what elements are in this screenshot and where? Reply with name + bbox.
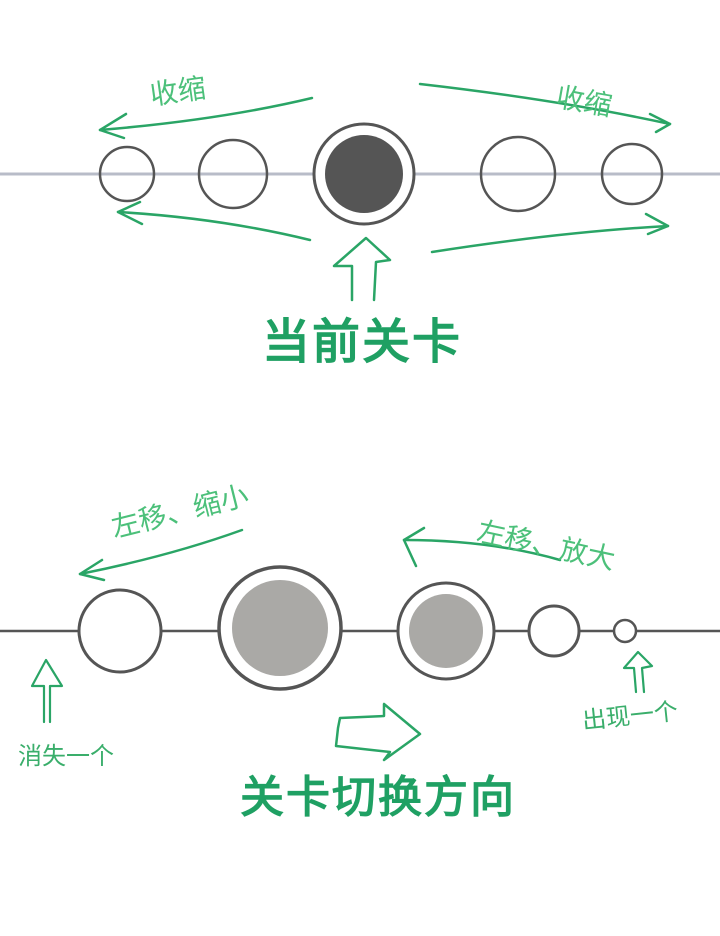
- bottom-node-3-fill: [409, 594, 483, 668]
- label-shrink-left: 收缩: [147, 71, 208, 112]
- top-node-current-fill: [325, 135, 403, 213]
- appear-up-arrow: [622, 650, 654, 694]
- shrink-arrowhead-upper-left: [98, 112, 128, 140]
- shrink-arrow-upper-right: [418, 82, 672, 126]
- shrink-arrow-lower-left: [116, 210, 312, 242]
- title-current-level: 当前关卡: [262, 314, 463, 370]
- top-node-far-left: [98, 145, 156, 203]
- shrink-arrow-upper-left: [98, 96, 314, 132]
- shrink-arrowhead-lower-left: [116, 200, 144, 226]
- current-level-up-arrow: [332, 236, 392, 302]
- disappear-up-arrow: [30, 658, 64, 724]
- top-node-left: [197, 138, 269, 210]
- top-node-right: [479, 135, 557, 213]
- move-left-enlarge-arrow: [402, 538, 562, 562]
- title-switch-direction: 关卡切换方向: [240, 772, 516, 823]
- top-node-far-right: [600, 142, 664, 206]
- move-left-shrink-arrowhead: [78, 558, 106, 582]
- move-left-enlarge-arrowhead: [402, 526, 426, 568]
- move-left-shrink-arrow: [78, 528, 244, 576]
- shrink-arrowhead-upper-right: [648, 112, 672, 134]
- switch-direction-arrow: [334, 702, 422, 762]
- label-disappear-one: 消失一个: [18, 742, 114, 770]
- shrink-arrowhead-lower-right: [644, 212, 670, 236]
- bottom-node-1: [77, 588, 163, 674]
- bottom-node-4: [527, 604, 581, 658]
- bottom-node-2-fill: [232, 580, 328, 676]
- shrink-arrow-lower-right: [430, 224, 670, 254]
- bottom-node-5: [612, 618, 638, 644]
